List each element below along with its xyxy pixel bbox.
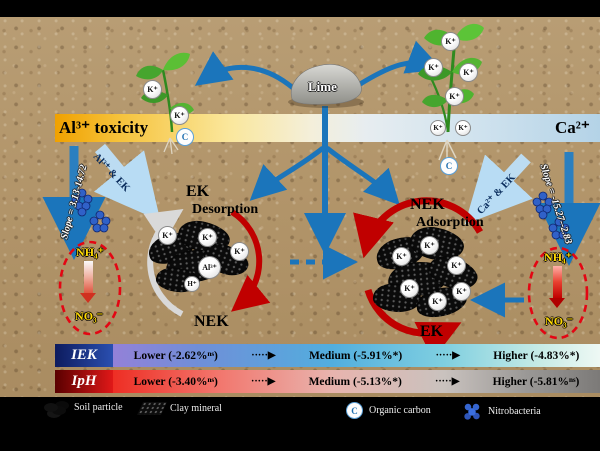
left-cycle-process: Desorption bbox=[192, 202, 259, 217]
right-ammonium-label: NH₄⁺ bbox=[544, 250, 572, 264]
iph-higher: Higher (-5.81%ⁿˢ) bbox=[492, 375, 580, 388]
iph-label: IpH bbox=[55, 370, 113, 393]
iph-lower: Lower (-3.40%ⁿˢ) bbox=[133, 375, 218, 388]
al-ion: Al³⁺ bbox=[198, 256, 221, 279]
iek-lower: Lower (-2.62%ⁿˢ) bbox=[133, 349, 218, 362]
legend-label: Organic carbon bbox=[369, 405, 431, 416]
clay-mineral-icon bbox=[136, 402, 168, 415]
legend-label: Soil particle bbox=[74, 402, 123, 413]
k-ion: K⁺ bbox=[430, 120, 446, 136]
k-ion: K⁺ bbox=[424, 58, 443, 77]
lime-label: Lime bbox=[308, 79, 337, 94]
dotted-arrow-icon: ·····▶ bbox=[251, 350, 276, 361]
legend-label: Nitrobacteria bbox=[488, 405, 541, 417]
iph-gradient-bar: IpH Lower (-3.40%ⁿˢ) ·····▶ Medium (-5.1… bbox=[55, 370, 600, 393]
iph-bar-body: Lower (-3.40%ⁿˢ) ·····▶ Medium (-5.13%*)… bbox=[113, 370, 600, 393]
left-nitrate-label: NO₃⁻ bbox=[75, 309, 103, 323]
dotted-arrow-icon: ·····▶ bbox=[435, 376, 460, 387]
left-nitrification-arrow bbox=[80, 261, 96, 303]
iek-bar-body: Lower (-2.62%ⁿˢ) ·····▶ Medium (-5.91%*)… bbox=[113, 344, 600, 367]
k-ion: K⁺ bbox=[452, 282, 471, 301]
dotted-arrow-icon: ·····▶ bbox=[435, 350, 460, 361]
k-ion: K⁺ bbox=[400, 279, 419, 298]
k-ion: K⁺ bbox=[445, 87, 464, 106]
k-ion: K⁺ bbox=[420, 236, 439, 255]
iph-medium: Medium (-5.13%*) bbox=[308, 375, 402, 388]
legend-item-nitrobacteria: Nitrobacteria bbox=[462, 402, 541, 420]
k-ion: K⁺ bbox=[441, 32, 460, 51]
k-ion: K⁺ bbox=[447, 256, 466, 275]
legend-item-organic-carbon: C Organic carbon bbox=[346, 402, 431, 419]
k-ion: K⁺ bbox=[143, 80, 162, 99]
nitrobacteria-icon bbox=[462, 402, 482, 420]
dotted-arrow-icon: ·····▶ bbox=[251, 376, 276, 387]
legend-label: Clay mineral bbox=[170, 403, 222, 414]
ca-label: Ca²⁺ bbox=[555, 118, 590, 137]
k-ion: K⁺ bbox=[455, 120, 471, 136]
k-ion: K⁺ bbox=[459, 63, 478, 82]
k-ion: K⁺ bbox=[198, 228, 217, 247]
right-nitrification-arrow bbox=[549, 266, 565, 308]
iek-gradient-bar: IEK Lower (-2.62%ⁿˢ) ·····▶ Medium (-5.9… bbox=[55, 344, 600, 367]
carbon-icon: C bbox=[346, 402, 363, 419]
left-cycle-nek: NEK bbox=[194, 313, 229, 330]
soil-background bbox=[0, 17, 600, 397]
right-cycle-ek: EK bbox=[420, 323, 444, 340]
iek-label: IEK bbox=[55, 344, 113, 367]
soil-particle-icon bbox=[44, 403, 58, 412]
left-ammonium-label: NH₄⁺ bbox=[76, 245, 104, 259]
carbon-icon: C bbox=[176, 128, 194, 146]
right-cycle-process: Adsorption bbox=[416, 215, 484, 230]
left-cycle-ek: EK bbox=[186, 183, 210, 200]
carbon-icon: C bbox=[440, 157, 458, 175]
iek-medium: Medium (-5.91%*) bbox=[308, 349, 403, 362]
k-ion: K⁺ bbox=[392, 247, 411, 266]
k-ion: K⁺ bbox=[170, 106, 189, 125]
k-ion: K⁺ bbox=[158, 226, 177, 245]
legend-item-clay-mineral: Clay mineral bbox=[136, 402, 222, 415]
k-ion: K⁺ bbox=[428, 292, 447, 311]
al-toxicity-label: Al³⁺ toxicity bbox=[59, 118, 149, 137]
h-ion: H⁺ bbox=[184, 276, 200, 292]
legend-item-soil-particle: Soil particle bbox=[44, 402, 123, 413]
gradient-banner: Al³⁺ toxicity Ca²⁺ bbox=[55, 114, 600, 142]
k-ion: K⁺ bbox=[230, 242, 249, 261]
right-nitrate-label: NO₃⁻ bbox=[545, 314, 573, 328]
iek-higher: Higher (-4.83%*) bbox=[493, 349, 580, 362]
right-cycle-nek: NEK bbox=[410, 196, 445, 213]
